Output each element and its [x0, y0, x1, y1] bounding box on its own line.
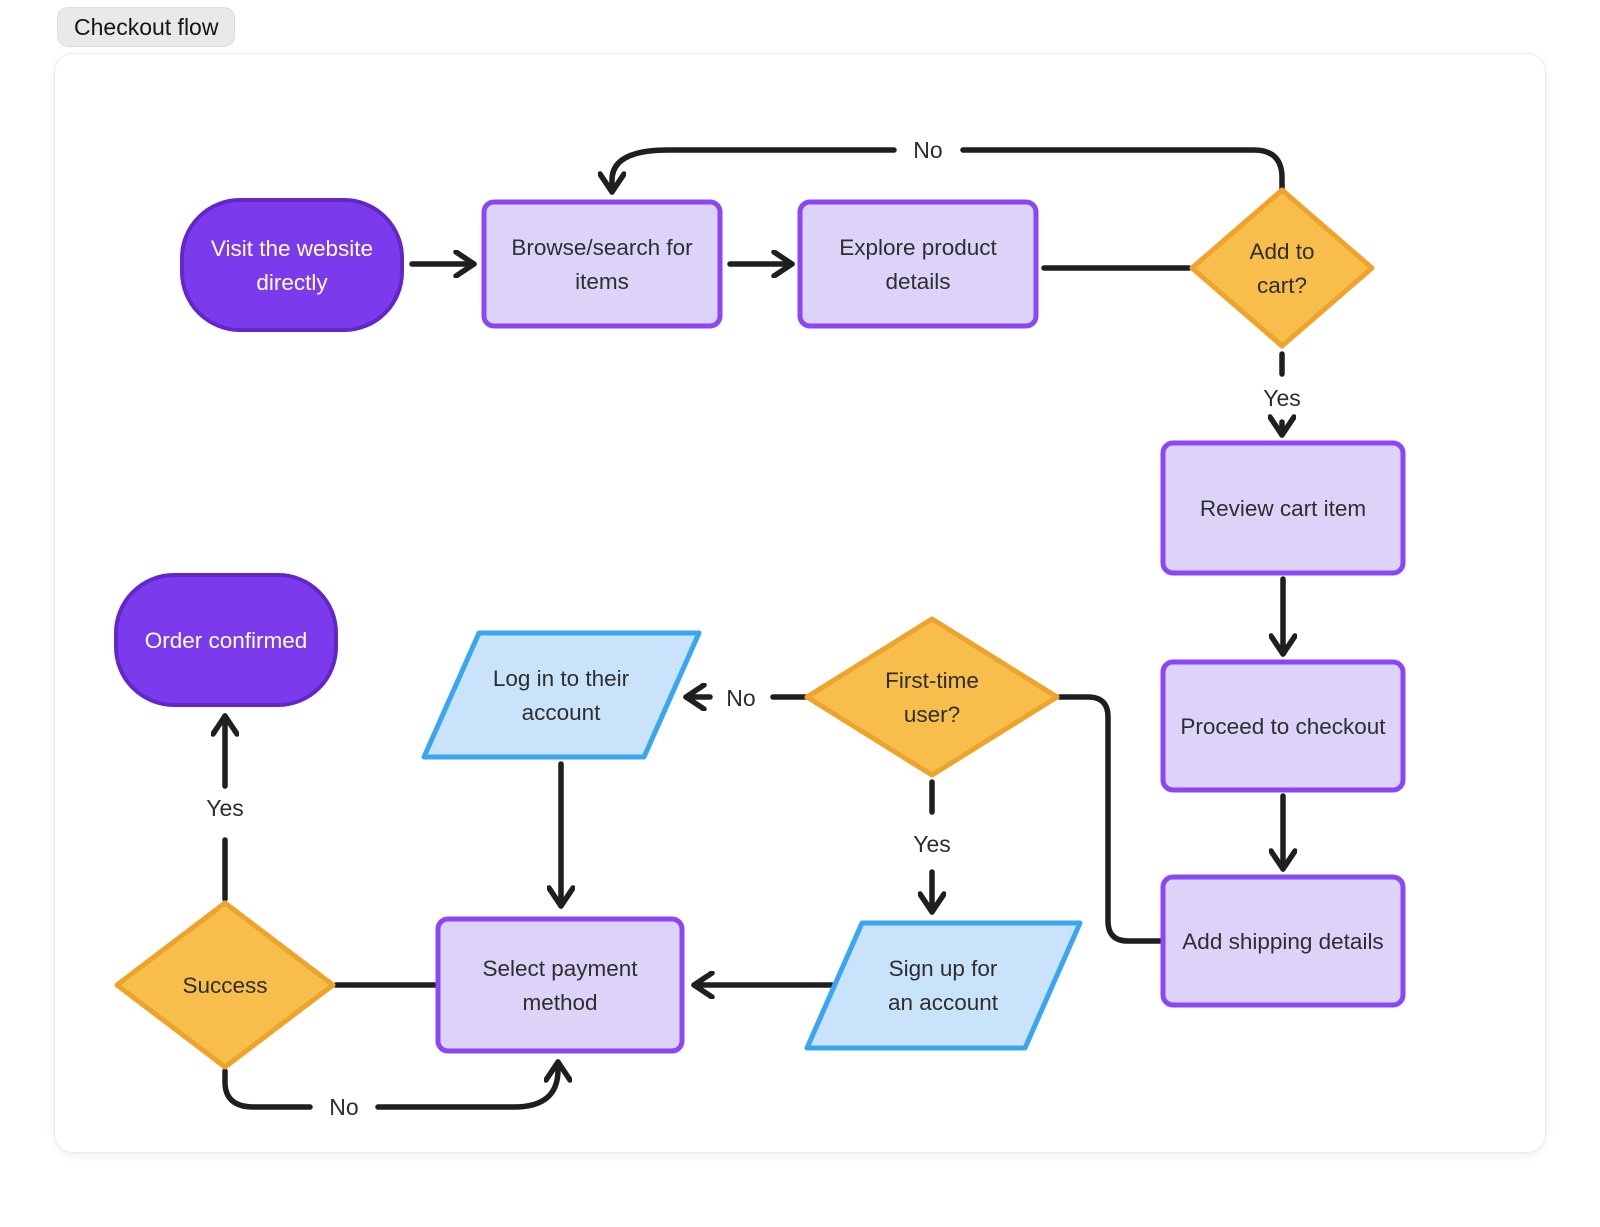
login-io-shape	[421, 630, 702, 760]
edge-success-no-segment1	[222, 1068, 313, 1110]
edge-shipping-to-firsttime	[1057, 694, 1166, 944]
section-title-badge[interactable]: Checkout flow	[58, 8, 235, 46]
node-proceed-checkout[interactable]: Proceed to checkout	[1160, 659, 1406, 793]
label-firsttime-no: No	[726, 685, 755, 711]
edges-layer	[222, 147, 1285, 1110]
first-time-user-decision-shape	[804, 616, 1060, 778]
label-success-no: No	[329, 1094, 358, 1120]
node-review-cart[interactable]: Review cart item	[1160, 440, 1406, 576]
select-payment-process-shape	[435, 916, 685, 1054]
add-to-cart-decision-shape	[1189, 187, 1375, 349]
edge-cart-no-segment2	[612, 147, 897, 195]
review-cart-label: Review cart item	[1200, 496, 1366, 521]
review-cart-process-shape	[1160, 440, 1406, 576]
node-success[interactable]: Success	[114, 900, 336, 1070]
add-shipping-process-shape	[1160, 874, 1406, 1008]
label-firsttime-yes: Yes	[913, 831, 951, 857]
label-success-yes: Yes	[206, 795, 244, 821]
node-order-confirmed[interactable]: Order confirmed	[114, 573, 338, 707]
section-title: Checkout flow	[74, 13, 219, 40]
order-confirmed-terminator-shape	[114, 573, 338, 707]
node-add-shipping[interactable]: Add shipping details	[1160, 874, 1406, 1008]
proceed-checkout-process-shape	[1160, 659, 1406, 793]
success-label: Success	[182, 973, 267, 998]
edge-cart-no-segment1	[960, 147, 1285, 195]
success-decision-shape	[114, 900, 336, 1070]
signup-io-shape	[804, 920, 1083, 1051]
proceed-checkout-label: Proceed to checkout	[1180, 714, 1386, 739]
label-cart-yes: Yes	[1263, 385, 1301, 411]
label-cart-no: No	[913, 137, 942, 163]
start-terminator-shape	[180, 198, 404, 332]
add-shipping-label: Add shipping details	[1182, 929, 1383, 954]
browse-process-shape	[481, 199, 723, 329]
explore-process-shape	[797, 199, 1039, 329]
order-confirmed-label: Order confirmed	[145, 628, 308, 653]
edge-success-no-segment2	[375, 1059, 558, 1110]
